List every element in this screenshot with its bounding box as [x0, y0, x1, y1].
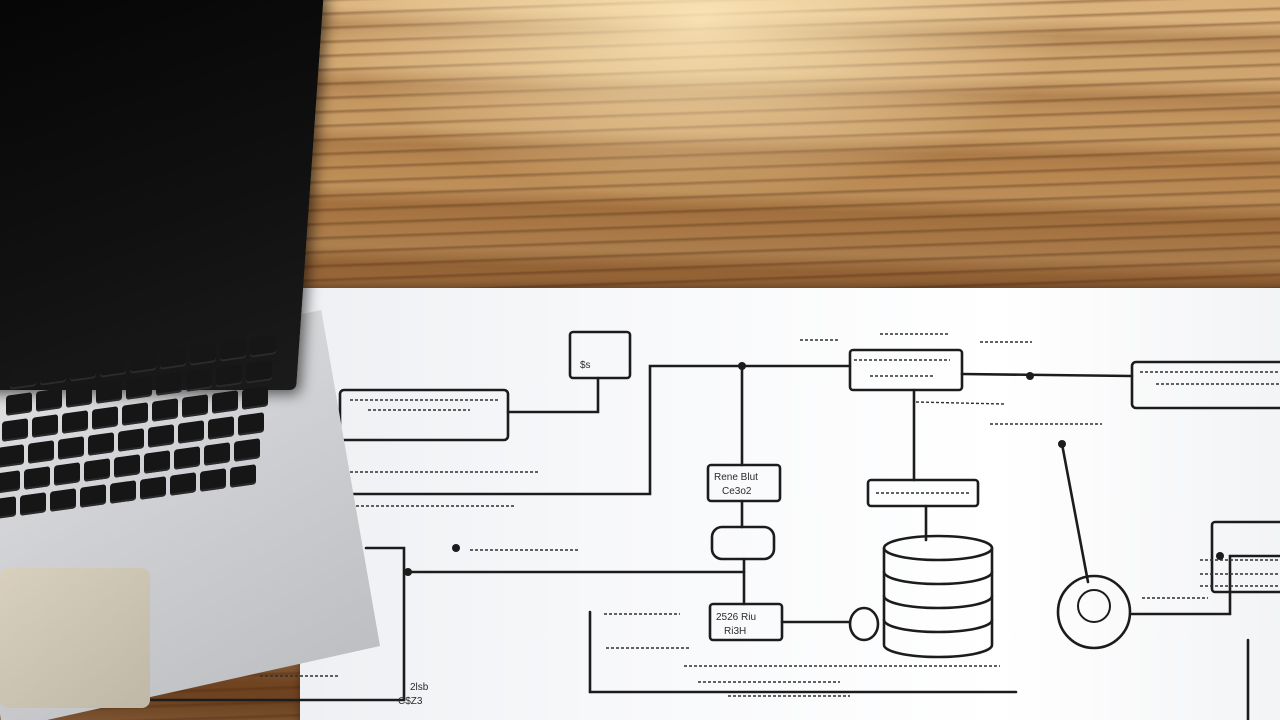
keycap: [110, 480, 136, 504]
diagram-paper: [300, 288, 1280, 720]
keycap: [170, 472, 196, 496]
keycap: [208, 416, 234, 440]
keycap: [54, 462, 80, 486]
keycap: [66, 384, 92, 408]
keycap: [126, 376, 152, 400]
diagram-box: [1130, 360, 1280, 410]
keycap: [0, 444, 24, 468]
keycap: [152, 398, 178, 422]
laptop-keyboard: [0, 334, 300, 550]
keycap: [24, 466, 50, 490]
keycap: [62, 410, 88, 434]
keycap: [186, 368, 212, 392]
diagram-box: [1210, 520, 1280, 594]
keycap: [96, 380, 122, 404]
keycap: [0, 470, 20, 494]
keycap: [216, 364, 242, 388]
keycap: [182, 394, 208, 418]
keycap: [190, 342, 216, 366]
diagram-label: 2526 Riu: [716, 612, 756, 623]
keycap: [84, 458, 110, 482]
keycap: [148, 424, 174, 448]
keycap: [230, 464, 256, 488]
keycap: [234, 438, 260, 462]
diagram-label: Ri3H: [724, 626, 746, 637]
keycap: [204, 442, 230, 466]
keycap: [122, 402, 148, 426]
keycap: [6, 392, 32, 416]
diagram-box: [866, 478, 980, 508]
diagram-box: [338, 388, 510, 442]
laptop-trackpad: [0, 568, 150, 708]
diagram-label: Rene Blut: [714, 472, 758, 483]
keycap: [100, 354, 126, 378]
keycap: [114, 454, 140, 478]
diagram-label: Ce3o2: [722, 486, 752, 497]
keycap: [2, 418, 28, 442]
diagram-box: [710, 525, 776, 561]
keycap: [50, 488, 76, 512]
diagram-label: $s: [580, 360, 591, 371]
diagram-box: [848, 348, 964, 392]
keycap: [200, 468, 226, 492]
keycap: [246, 360, 272, 384]
keycap: [178, 420, 204, 444]
diagram-label: C$Z3: [398, 696, 423, 707]
keycap: [32, 414, 58, 438]
keycap: [28, 440, 54, 464]
keycap: [212, 390, 238, 414]
laptop-screen: [0, 0, 324, 390]
keycap: [130, 350, 156, 374]
keycap: [250, 334, 276, 358]
keycap: [88, 432, 114, 456]
keycap: [80, 484, 106, 508]
keycap: [0, 496, 16, 520]
keycap: [242, 386, 268, 410]
diagram-box: [568, 330, 632, 380]
keycap: [144, 450, 170, 474]
keycap: [118, 428, 144, 452]
diagram-label: 2lsb: [410, 682, 429, 693]
keycap: [58, 436, 84, 460]
keycap: [156, 372, 182, 396]
keycap: [92, 406, 118, 430]
keycap: [20, 492, 46, 516]
keycap: [160, 346, 186, 370]
keycap: [220, 338, 246, 362]
diagram-box: [706, 463, 782, 503]
keycap: [10, 366, 36, 390]
keycap: [238, 412, 264, 436]
keycap: [140, 476, 166, 500]
keycap: [40, 362, 66, 386]
keycap: [174, 446, 200, 470]
keycap: [70, 358, 96, 382]
keycap: [36, 388, 62, 412]
